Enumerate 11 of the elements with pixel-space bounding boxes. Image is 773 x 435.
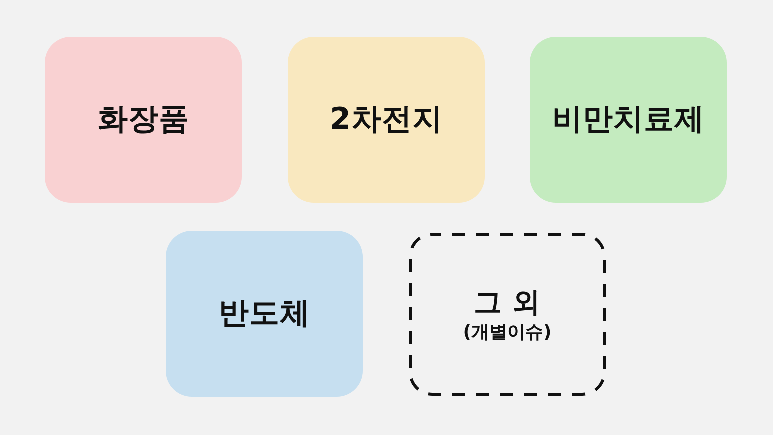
category-subtitle: (개별이슈) — [463, 322, 552, 344]
dashed-category-box — [409, 233, 606, 396]
category-box — [288, 37, 485, 203]
category-label: 그 외 — [474, 284, 542, 320]
category-label: 비만치료제 — [552, 101, 705, 139]
category-box — [530, 37, 727, 203]
category-label: 2차전지 — [330, 101, 443, 139]
category-box — [45, 37, 242, 203]
category-label: 화장품 — [98, 101, 190, 139]
category-box — [166, 231, 363, 397]
category-label: 반도체 — [218, 295, 310, 333]
